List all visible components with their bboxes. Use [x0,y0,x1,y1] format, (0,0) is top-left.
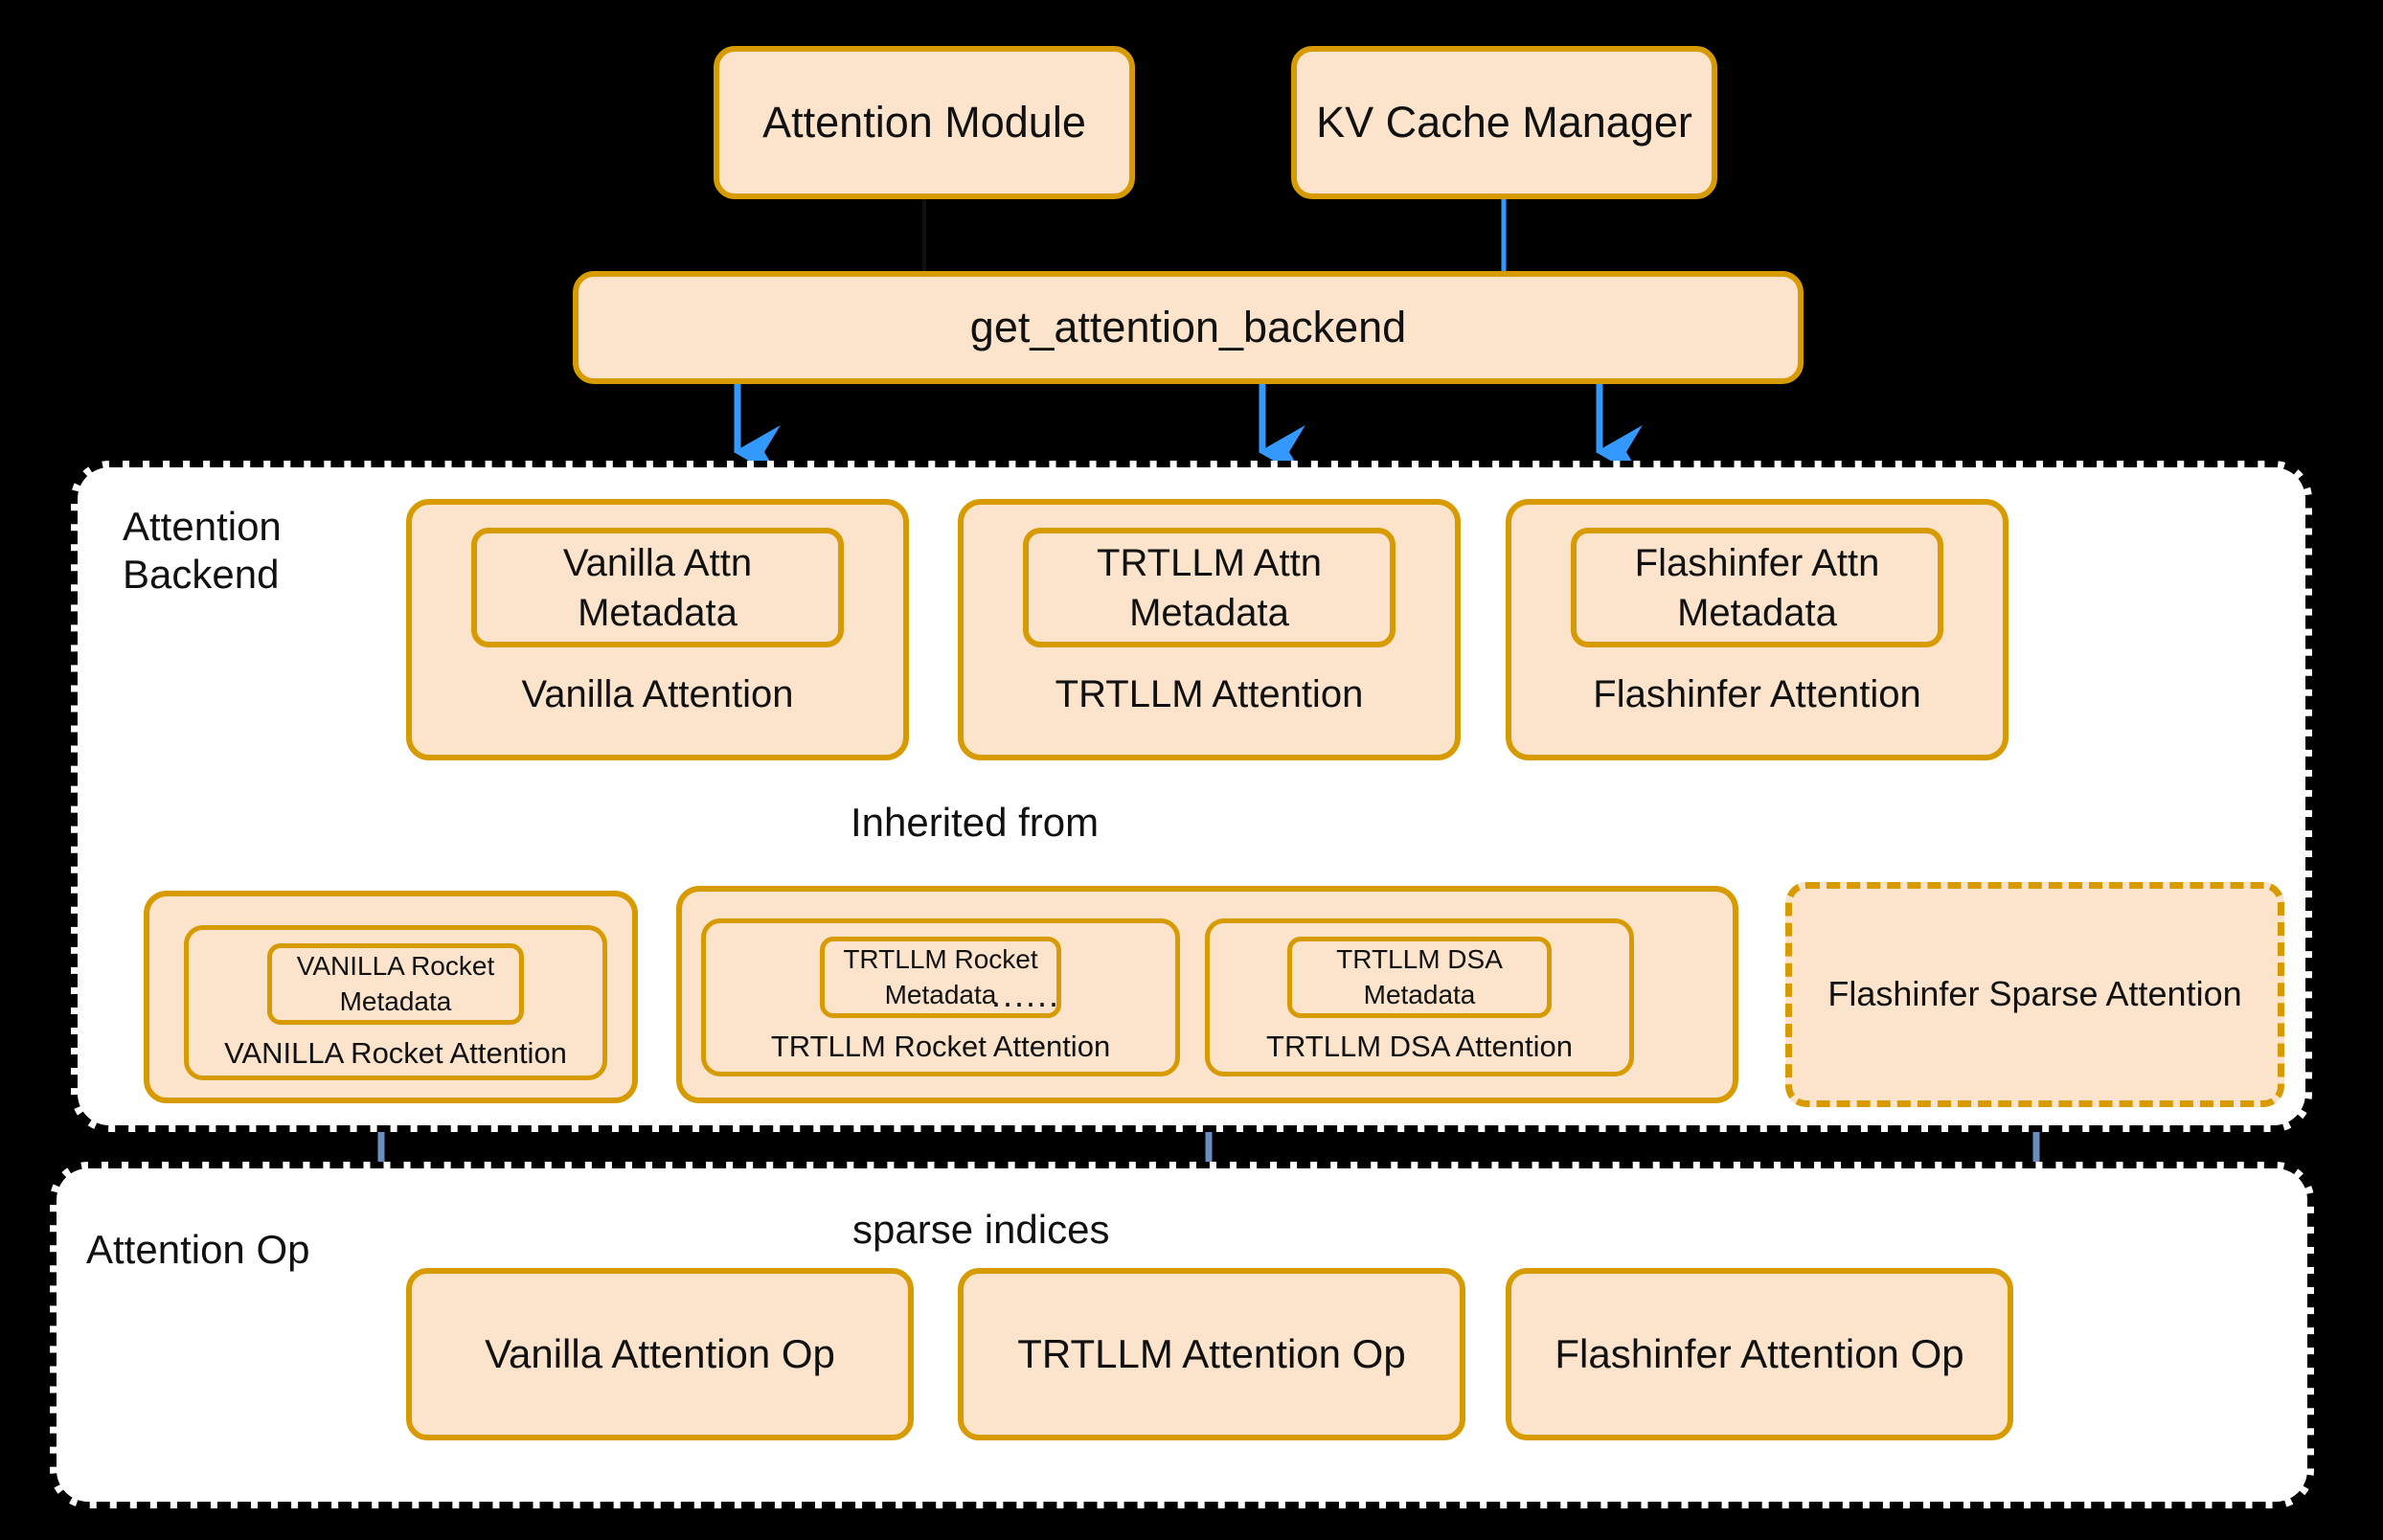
vanilla-rocket-attention-card[interactable]: VANILLA Rocket Metadata VANILLA Rocket A… [184,925,607,1080]
attention-module-node[interactable]: Attention Module [714,46,1135,199]
trtllm-attn-metadata-box: TRTLLM Attn Metadata [1023,528,1396,647]
backend-card-flashinfer[interactable]: Flashinfer Attn Metadata Flashinfer Atte… [1506,499,2009,760]
trtllm-rocket-metadata-box: TRTLLM Rocket Metadata [820,937,1061,1018]
attention-backend-group-title: Attention Backend [123,504,282,597]
get-attention-backend-node[interactable]: get_attention_backend [573,271,1804,384]
vanilla-attention-label: Vanilla Attention [521,673,794,715]
flashinfer-sparse-attention-node[interactable]: Flashinfer Sparse Attention [1785,882,2284,1107]
sparse-indices-edge-label: sparse indices [852,1207,1110,1252]
trtllm-rocket-attention-card[interactable]: TRTLLM Rocket Metadata TRTLLM Rocket Att… [701,918,1180,1076]
vanilla-rocket-attention-label: VANILLA Rocket Attention [224,1036,567,1070]
attention-op-group-title: Attention Op [86,1227,310,1272]
trtllm-attention-op-node[interactable]: TRTLLM Attention Op [958,1268,1465,1440]
backend-card-trtllm[interactable]: TRTLLM Attn Metadata TRTLLM Attention [958,499,1461,760]
vanilla-attention-op-node[interactable]: Vanilla Attention Op [406,1268,914,1440]
flashinfer-attention-op-node[interactable]: Flashinfer Attention Op [1506,1268,2013,1440]
kv-cache-manager-node[interactable]: KV Cache Manager [1291,46,1717,199]
flashinfer-attention-label: Flashinfer Attention [1593,673,1921,715]
backend-card-vanilla[interactable]: Vanilla Attn Metadata Vanilla Attention [406,499,909,760]
flashinfer-attn-metadata-box: Flashinfer Attn Metadata [1571,528,1943,647]
sparse-group-trtllm[interactable]: TRTLLM Rocket Metadata TRTLLM Rocket Att… [676,886,1738,1103]
trtllm-dsa-metadata-box: TRTLLM DSA Metadata [1287,937,1552,1018]
trtllm-dsa-attention-label: TRTLLM DSA Attention [1266,1030,1573,1063]
trtllm-attention-label: TRTLLM Attention [1055,673,1364,715]
trtllm-dsa-attention-card[interactable]: TRTLLM DSA Metadata TRTLLM DSA Attention [1205,918,1634,1076]
trtllm-rocket-attention-label: TRTLLM Rocket Attention [770,1030,1111,1063]
vanilla-rocket-metadata-box: VANILLA Rocket Metadata [267,943,524,1025]
inherited-from-edge-label: Inherited from [851,800,1100,845]
sparse-group-vanilla[interactable]: VANILLA Rocket Metadata VANILLA Rocket A… [144,891,638,1103]
vanilla-attn-metadata-box: Vanilla Attn Metadata [471,528,844,647]
trtllm-more-ellipsis: ...... [990,975,1060,1014]
